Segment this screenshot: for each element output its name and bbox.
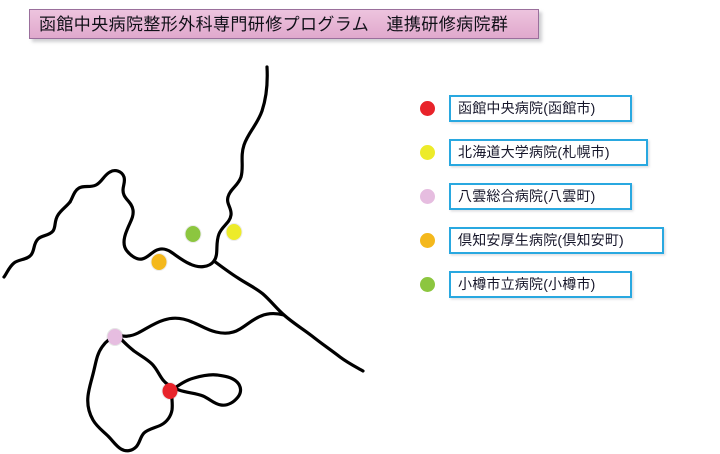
legend-label-yakumo: 八雲総合病院(八雲町) <box>458 188 596 204</box>
legend-box-otaru[interactable]: 小樽市立病院(小樽市) <box>449 270 632 298</box>
coast-northwest <box>68 169 192 266</box>
map-marker-sapporo[interactable] <box>226 224 242 240</box>
page-title: 函館中央病院整形外科専門研修プログラム 連携研修病院群 <box>39 14 509 34</box>
program-title-banner: 函館中央病院整形外科専門研修プログラム 連携研修病院群 <box>29 9 539 39</box>
legend-item-sapporo[interactable]: 北海道大学病院(札幌市) <box>420 130 700 174</box>
coast-oshima-east <box>116 333 243 407</box>
legend-dot-orange <box>420 232 435 248</box>
legend-box-yakumo[interactable]: 八雲総合病院(八雲町) <box>449 182 632 210</box>
legend-box-sapporo[interactable]: 北海道大学病院(札幌市) <box>449 138 648 166</box>
legend-dot-yellow <box>420 144 435 160</box>
coast-uchiura-bay <box>116 312 286 338</box>
legend-item-yakumo[interactable]: 八雲総合病院(八雲町) <box>420 174 700 218</box>
map-marker-yakumo[interactable] <box>107 329 123 345</box>
map-marker-otaru[interactable] <box>185 226 201 242</box>
legend-dot-pink <box>420 188 435 204</box>
legend-dot-green <box>420 276 435 292</box>
legend-label-kutchan: 倶知安厚生病院(倶知安町) <box>458 232 624 248</box>
legend-label-hakodate: 函館中央病院(函館市) <box>458 100 596 116</box>
coast-southeast <box>212 259 365 373</box>
coast-west <box>2 200 72 279</box>
legend-label-sapporo: 北海道大学病院(札幌市) <box>458 144 610 160</box>
coast-north-east <box>188 65 269 269</box>
map-marker-kutchan[interactable] <box>151 254 167 270</box>
map-marker-hakodate[interactable] <box>162 383 178 399</box>
coast-oshima-west <box>86 333 174 453</box>
legend-box-kutchan[interactable]: 倶知安厚生病院(倶知安町) <box>449 226 664 254</box>
legend-item-hakodate[interactable]: 函館中央病院(函館市) <box>420 86 700 130</box>
legend-item-otaru[interactable]: 小樽市立病院(小樽市) <box>420 262 700 306</box>
hospital-legend: 函館中央病院(函館市) 北海道大学病院(札幌市) 八雲総合病院(八雲町) 倶知安… <box>420 86 700 306</box>
legend-item-kutchan[interactable]: 倶知安厚生病院(倶知安町) <box>420 218 700 262</box>
legend-dot-red <box>420 100 435 116</box>
legend-label-otaru: 小樽市立病院(小樽市) <box>458 276 596 292</box>
hokkaido-outline-svg <box>2 65 365 453</box>
hokkaido-map <box>0 45 400 454</box>
legend-box-hakodate[interactable]: 函館中央病院(函館市) <box>449 94 632 122</box>
